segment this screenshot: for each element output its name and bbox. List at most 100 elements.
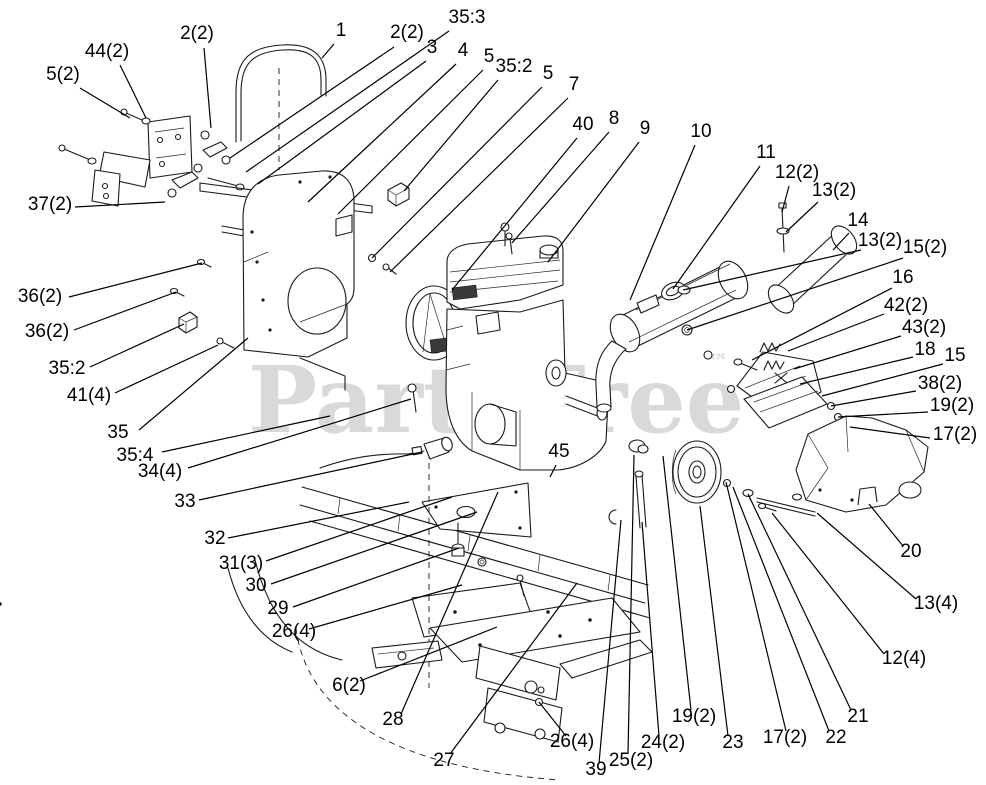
callout-label-2(2): 2(2) [390, 22, 424, 43]
callout-leader-17(2) [849, 426, 931, 439]
callout-leader-4 [307, 63, 457, 203]
callout-label-17(2): 17(2) [933, 424, 977, 445]
callout-label-19(2): 19(2) [672, 706, 716, 727]
callout-leader-43(2) [793, 335, 902, 370]
callout-leader-12(2) [781, 185, 790, 213]
callout-leader-15 [821, 363, 944, 397]
callout-leader-26(4) [308, 584, 463, 630]
callout-label-23: 23 [722, 732, 743, 753]
callout-leader-9 [547, 141, 640, 263]
callout-leader-35:2 [403, 79, 499, 192]
callout-leader-5 [337, 69, 484, 215]
callout-label-38(2): 38(2) [918, 373, 962, 394]
callout-label-15(2): 15(2) [903, 237, 947, 258]
callout-leader-8 [511, 131, 610, 244]
callout-leader-33 [198, 451, 423, 501]
choke-cable-drawing [319, 436, 453, 469]
callout-leader-10 [629, 144, 696, 301]
callout-label-5: 5 [484, 46, 495, 67]
callout-leader-38(2) [830, 390, 917, 407]
callout-leader-13(4) [816, 512, 917, 600]
callout-label-18: 18 [914, 339, 935, 360]
callout-leader-16 [751, 287, 893, 361]
callout-leader-40 [451, 137, 578, 291]
callout-leader-29 [292, 547, 460, 608]
callout-label-13(4): 13(4) [914, 593, 958, 614]
callout-leader-20 [868, 503, 904, 547]
muffler-drawing [595, 260, 749, 413]
callout-leader-39 [598, 519, 622, 764]
callout-label-15: 15 [944, 345, 965, 366]
callout-label-33: 33 [174, 491, 195, 512]
callout-label-7: 7 [569, 74, 580, 95]
callout-label-11: 11 [756, 142, 776, 163]
callout-label-21: 21 [847, 706, 868, 727]
callout-leader-7 [389, 97, 569, 273]
callout-label-42(2): 42(2) [884, 295, 928, 316]
callout-leader-36(2) [73, 291, 177, 331]
callout-leader-45 [549, 464, 557, 478]
callout-label-39: 39 [585, 759, 606, 780]
callout-label-41(4): 41(4) [67, 385, 111, 406]
callout-label-10: 10 [690, 121, 711, 142]
callout-leader-31(3) [265, 496, 453, 562]
callout-label-30: 30 [245, 575, 266, 596]
callout-leader-30 [270, 511, 478, 585]
callout-leader-37(2) [74, 201, 166, 208]
callout-leader-19(2) [837, 411, 929, 418]
callout-leader-35 [138, 337, 249, 431]
callout-leader-2(2) [229, 46, 395, 159]
callout-label-29: 29 [267, 598, 288, 619]
callout-label-34(4): 34(4) [138, 461, 182, 482]
callout-leader-42(2) [787, 313, 885, 352]
callout-leader-17(2) [725, 481, 787, 732]
callout-label-26(4): 26(4) [550, 731, 594, 752]
callout-label-32: 32 [204, 528, 225, 549]
callout-label-4: 4 [458, 40, 469, 61]
callout-leader-35:2 [89, 323, 185, 368]
callout-leader-18 [799, 356, 914, 385]
callout-label-3: 3 [427, 37, 438, 58]
handle-loop-drawing [235, 44, 327, 170]
callout-label-20: 20 [900, 541, 921, 562]
callout-label-13(2): 13(2) [812, 180, 856, 201]
watermark-tm: ™ [708, 349, 728, 373]
callout-leader-6(2) [359, 626, 498, 682]
callout-leader-34(4) [187, 398, 412, 469]
callout-label-6(2): 6(2) [332, 675, 366, 696]
callout-leader-14 [832, 232, 850, 251]
callout-leader-24(2) [641, 521, 660, 737]
callout-leader-26(4) [538, 701, 567, 737]
callout-label-24(2): 24(2) [641, 732, 685, 753]
callout-label-8: 8 [609, 108, 620, 129]
callout-label-12(4): 12(4) [882, 648, 926, 669]
callout-label-45: 45 [548, 441, 569, 462]
callout-label-12(2): 12(2) [775, 162, 819, 183]
callout-leader-3 [257, 60, 427, 185]
callout-label-31(3): 31(3) [219, 553, 263, 574]
callout-label-36(2): 36(2) [25, 321, 69, 342]
callout-leader-5(2) [79, 87, 131, 119]
callout-label-5: 5 [543, 63, 554, 84]
callout-leader-13(2) [682, 249, 862, 291]
callout-label-25(2): 25(2) [609, 750, 653, 771]
callout-leader-35:3 [245, 30, 450, 173]
callout-label-35: 35 [107, 422, 128, 443]
callout-label-44(2): 44(2) [85, 41, 129, 62]
callout-label-37(2): 37(2) [28, 194, 72, 215]
belt-cover-drawing [795, 415, 929, 513]
callout-leader-11 [672, 165, 761, 290]
callout-label-36(2): 36(2) [18, 286, 62, 307]
callout-leader-35:4 [161, 415, 331, 453]
callout-leader-12(4) [771, 512, 885, 655]
callout-label-40: 40 [572, 114, 593, 135]
callout-leader-22 [732, 486, 830, 732]
callout-label-16: 16 [892, 267, 913, 288]
callout-leader-44(2) [119, 64, 147, 119]
callout-label-14: 14 [847, 210, 869, 231]
callout-label-35:4: 35:4 [117, 445, 154, 466]
callout-leader-28 [400, 491, 499, 715]
callout-label-1: 1 [336, 20, 347, 41]
